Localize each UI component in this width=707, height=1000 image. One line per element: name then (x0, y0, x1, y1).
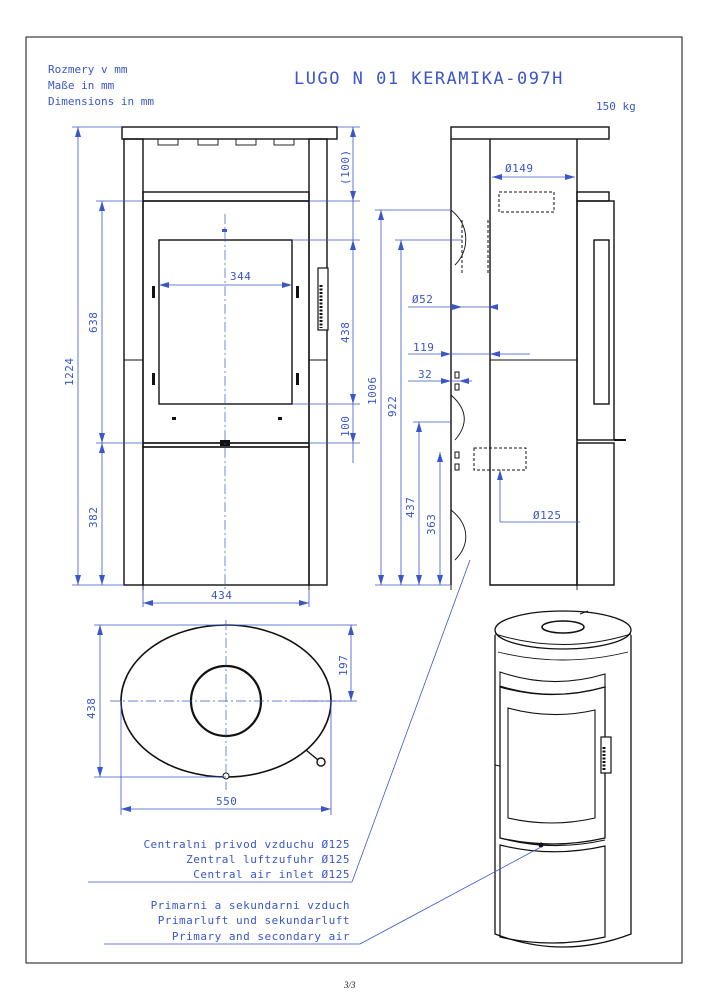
side-view: Ø149 1006 922 (366, 126, 626, 590)
dim-flue-diameter: Ø149 (505, 162, 534, 175)
weight-label: 150 kg (596, 100, 636, 113)
dim-door-height: 438 (339, 322, 352, 343)
dim-flue-height: 1006 (366, 377, 379, 406)
dim-depth: 438 (85, 698, 98, 719)
front-top-vents (157, 138, 295, 146)
callout-primary-cz: Primarni a sekundarni vzduch (151, 899, 350, 912)
front-dimensions: 1224 638 382 (100) 438 100 344 (63, 126, 360, 607)
model-title: LUGO N 01 KERAMIKA-097H (294, 69, 564, 89)
header: Rozmery v mm Maße in mm Dimensions in mm… (48, 63, 636, 113)
front-right-column (308, 138, 328, 586)
side-air-inlet (473, 447, 527, 471)
dim-air-pipe: Ø52 (412, 293, 433, 306)
dim-total-height: 1224 (63, 358, 76, 387)
front-left-column (123, 138, 144, 586)
stove-door-3d (499, 686, 606, 845)
front-door-handle (317, 267, 329, 331)
side-front-panel (576, 191, 610, 202)
dim-below-door: 100 (339, 416, 352, 437)
front-lower-cabinet (142, 446, 310, 586)
dim-119: 119 (413, 341, 434, 354)
dim-top: (100) (339, 149, 352, 185)
sheet-border (25, 36, 683, 964)
top-dimensions: 438 197 550 (85, 624, 357, 815)
side-door (576, 200, 615, 441)
dim-window-width: 344 (230, 270, 251, 283)
front-door (142, 200, 310, 444)
top-view: 438 197 550 (85, 620, 357, 815)
front-door-glass (158, 239, 293, 405)
dim-top-width: 550 (216, 795, 237, 808)
dim-32: 32 (418, 368, 432, 381)
perspective-view (494, 610, 632, 948)
stove-body (494, 635, 632, 948)
stove-top-ellipse (494, 610, 632, 650)
side-flue-outlet (498, 191, 555, 213)
units-label-cz: Rozmery v mm (48, 63, 128, 76)
front-upper-panel (142, 191, 310, 202)
dim-center: 197 (337, 655, 350, 676)
dim-inlet: Ø125 (533, 509, 562, 522)
callout-central-en: Central air inlet Ø125 (193, 868, 350, 881)
dim-upper: 638 (87, 312, 100, 333)
callouts: Centralni privod vzduchu Ø125 Zentral lu… (88, 559, 542, 945)
side-top-plate (450, 126, 610, 140)
callout-primary-en: Primary and secondary air (172, 930, 350, 943)
dim-363: 363 (425, 514, 438, 535)
dim-lower: 382 (87, 507, 100, 528)
units-label-en: Dimensions in mm (48, 95, 154, 108)
dim-width: 434 (211, 589, 232, 602)
dim-922: 922 (386, 396, 399, 417)
callout-central-de: Zentral luftzufuhr Ø125 (186, 853, 350, 866)
side-dimensions: 1006 922 437 363 Ø52 119 (366, 209, 580, 586)
side-lower-panel (576, 442, 615, 586)
page-number: 3/3 (343, 980, 356, 990)
callout-central-cz: Centralni privod vzduchu Ø125 (143, 838, 350, 851)
front-top-plate (121, 126, 338, 140)
callout-primary-de: Primarluft und sekundarluft (158, 914, 350, 927)
front-view: 1224 638 382 (100) 438 100 344 (63, 126, 360, 607)
dim-437: 437 (404, 497, 417, 518)
units-label-de: Maße in mm (48, 79, 115, 92)
